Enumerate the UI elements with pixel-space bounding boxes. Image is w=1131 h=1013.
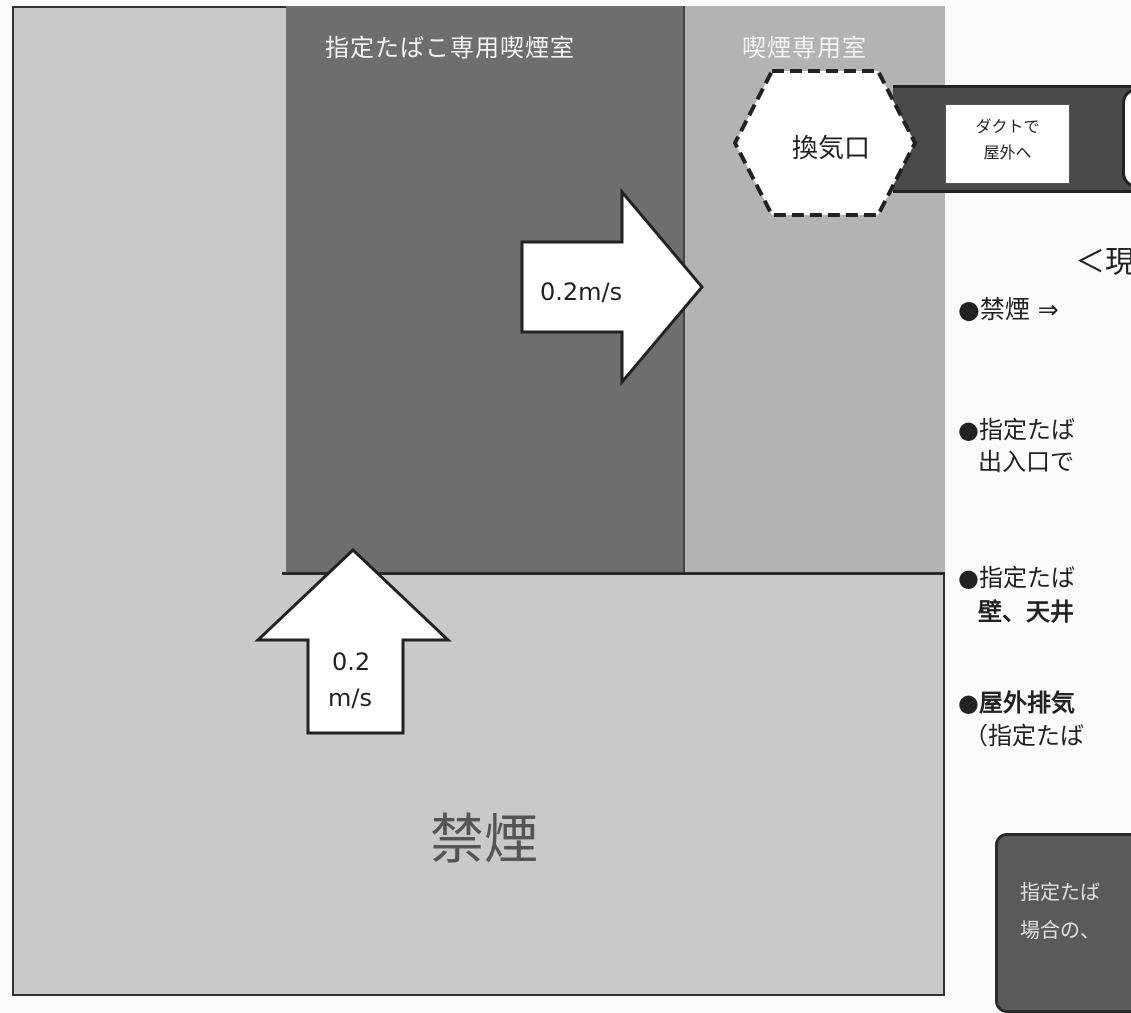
vent-label: 換気口	[791, 134, 870, 164]
smoking-room-label: 喫煙専用室	[742, 34, 867, 62]
note-box: 指定たば 場合の、	[995, 833, 1131, 1013]
designated-room-label: 指定たばこ専用喫煙室	[325, 34, 575, 62]
duct-label-line2: 屋外へ	[983, 143, 1032, 162]
item-exhaust-line1: ●屋外排気	[958, 689, 1075, 717]
item-designated-line2: 出入口で	[978, 448, 1074, 476]
vent-hexagon	[732, 69, 918, 217]
no-smoking-label: 禁煙	[430, 808, 538, 871]
item-walls-line1: ●指定たば	[958, 564, 1075, 592]
partition-line	[282, 572, 945, 575]
airflow-right-speed: 0.2m/s	[540, 278, 622, 306]
item-no-smoking: ●禁煙 ⇒	[958, 295, 1059, 324]
airflow-up-speed-unit: m/s	[328, 684, 372, 712]
note-line1: 指定たば	[1020, 880, 1100, 904]
duct-label-line1: ダクトで	[975, 117, 1040, 136]
item-designated-line1: ●指定たば	[958, 416, 1075, 444]
item-walls-line2: 壁、天井	[978, 598, 1074, 626]
duct-label: ダクトで 屋外へ	[945, 104, 1070, 184]
note-line2: 場合の、	[1020, 918, 1100, 942]
airflow-up-speed-value: 0.2	[332, 648, 370, 676]
duct-end-cap	[1122, 88, 1131, 188]
airflow-right-arrow: 0.2m/s	[520, 187, 704, 387]
item-exhaust-line2: （指定たば	[964, 722, 1084, 750]
airflow-up-arrow: 0.2 m/s	[254, 547, 452, 735]
section-title: ＜現	[1075, 245, 1131, 280]
